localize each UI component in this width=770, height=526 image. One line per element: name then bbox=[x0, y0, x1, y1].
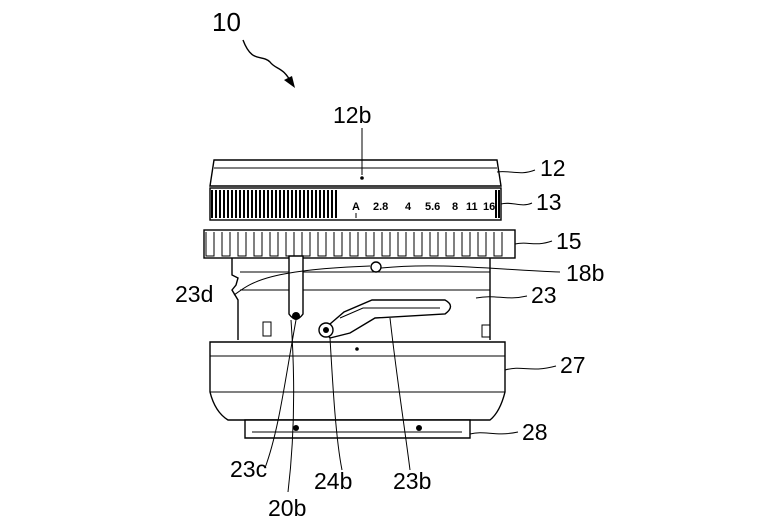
label-body: 23 bbox=[531, 282, 557, 308]
focus-ring-ridges bbox=[205, 232, 503, 257]
roller-center bbox=[323, 327, 329, 333]
label-cam-slot: 23b bbox=[393, 468, 431, 494]
mount-screw-left bbox=[293, 425, 299, 431]
scale-5.6: 5.6 bbox=[425, 201, 440, 213]
scale-16: 16 bbox=[483, 201, 495, 213]
scale-11: 11 bbox=[466, 201, 478, 213]
top-ring-12 bbox=[209, 159, 502, 187]
aperture-ring-knurl bbox=[211, 190, 500, 218]
wavy-arrow bbox=[242, 39, 293, 85]
aperture-scale: A 2.8 4 5.6 8 11 16 bbox=[352, 201, 495, 218]
label-lever: 20b bbox=[268, 495, 306, 521]
scale-4: 4 bbox=[405, 201, 412, 213]
pin-18b bbox=[370, 261, 382, 273]
mark-dot bbox=[360, 176, 364, 180]
cam-slot-23b bbox=[322, 299, 452, 339]
focus-ring-15 bbox=[203, 229, 516, 259]
label-mount: 28 bbox=[522, 419, 548, 445]
label-pin: 18b bbox=[566, 260, 604, 286]
mount-screw-right bbox=[416, 425, 422, 431]
lever-screw bbox=[292, 312, 300, 320]
arrow-head bbox=[284, 76, 295, 88]
label-pin-left: 23d bbox=[175, 281, 213, 307]
label-device: 10 bbox=[212, 7, 241, 37]
lever-20b bbox=[288, 255, 304, 320]
mount-28 bbox=[244, 419, 471, 439]
base-27 bbox=[209, 341, 506, 421]
label-ring-top: 12 bbox=[540, 155, 566, 181]
label-focus-ring: 15 bbox=[556, 228, 582, 254]
scale-2.8: 2.8 bbox=[373, 201, 388, 213]
label-mark: 12b bbox=[333, 102, 371, 128]
label-base: 27 bbox=[560, 352, 586, 378]
scale-8: 8 bbox=[452, 201, 458, 213]
label-aperture-ring: 13 bbox=[536, 189, 562, 215]
leader-lines bbox=[233, 128, 561, 493]
scale-A: A bbox=[352, 201, 360, 213]
base-dot bbox=[355, 347, 359, 351]
label-roller: 24b bbox=[314, 468, 352, 494]
label-slot-end: 23c bbox=[230, 456, 267, 482]
